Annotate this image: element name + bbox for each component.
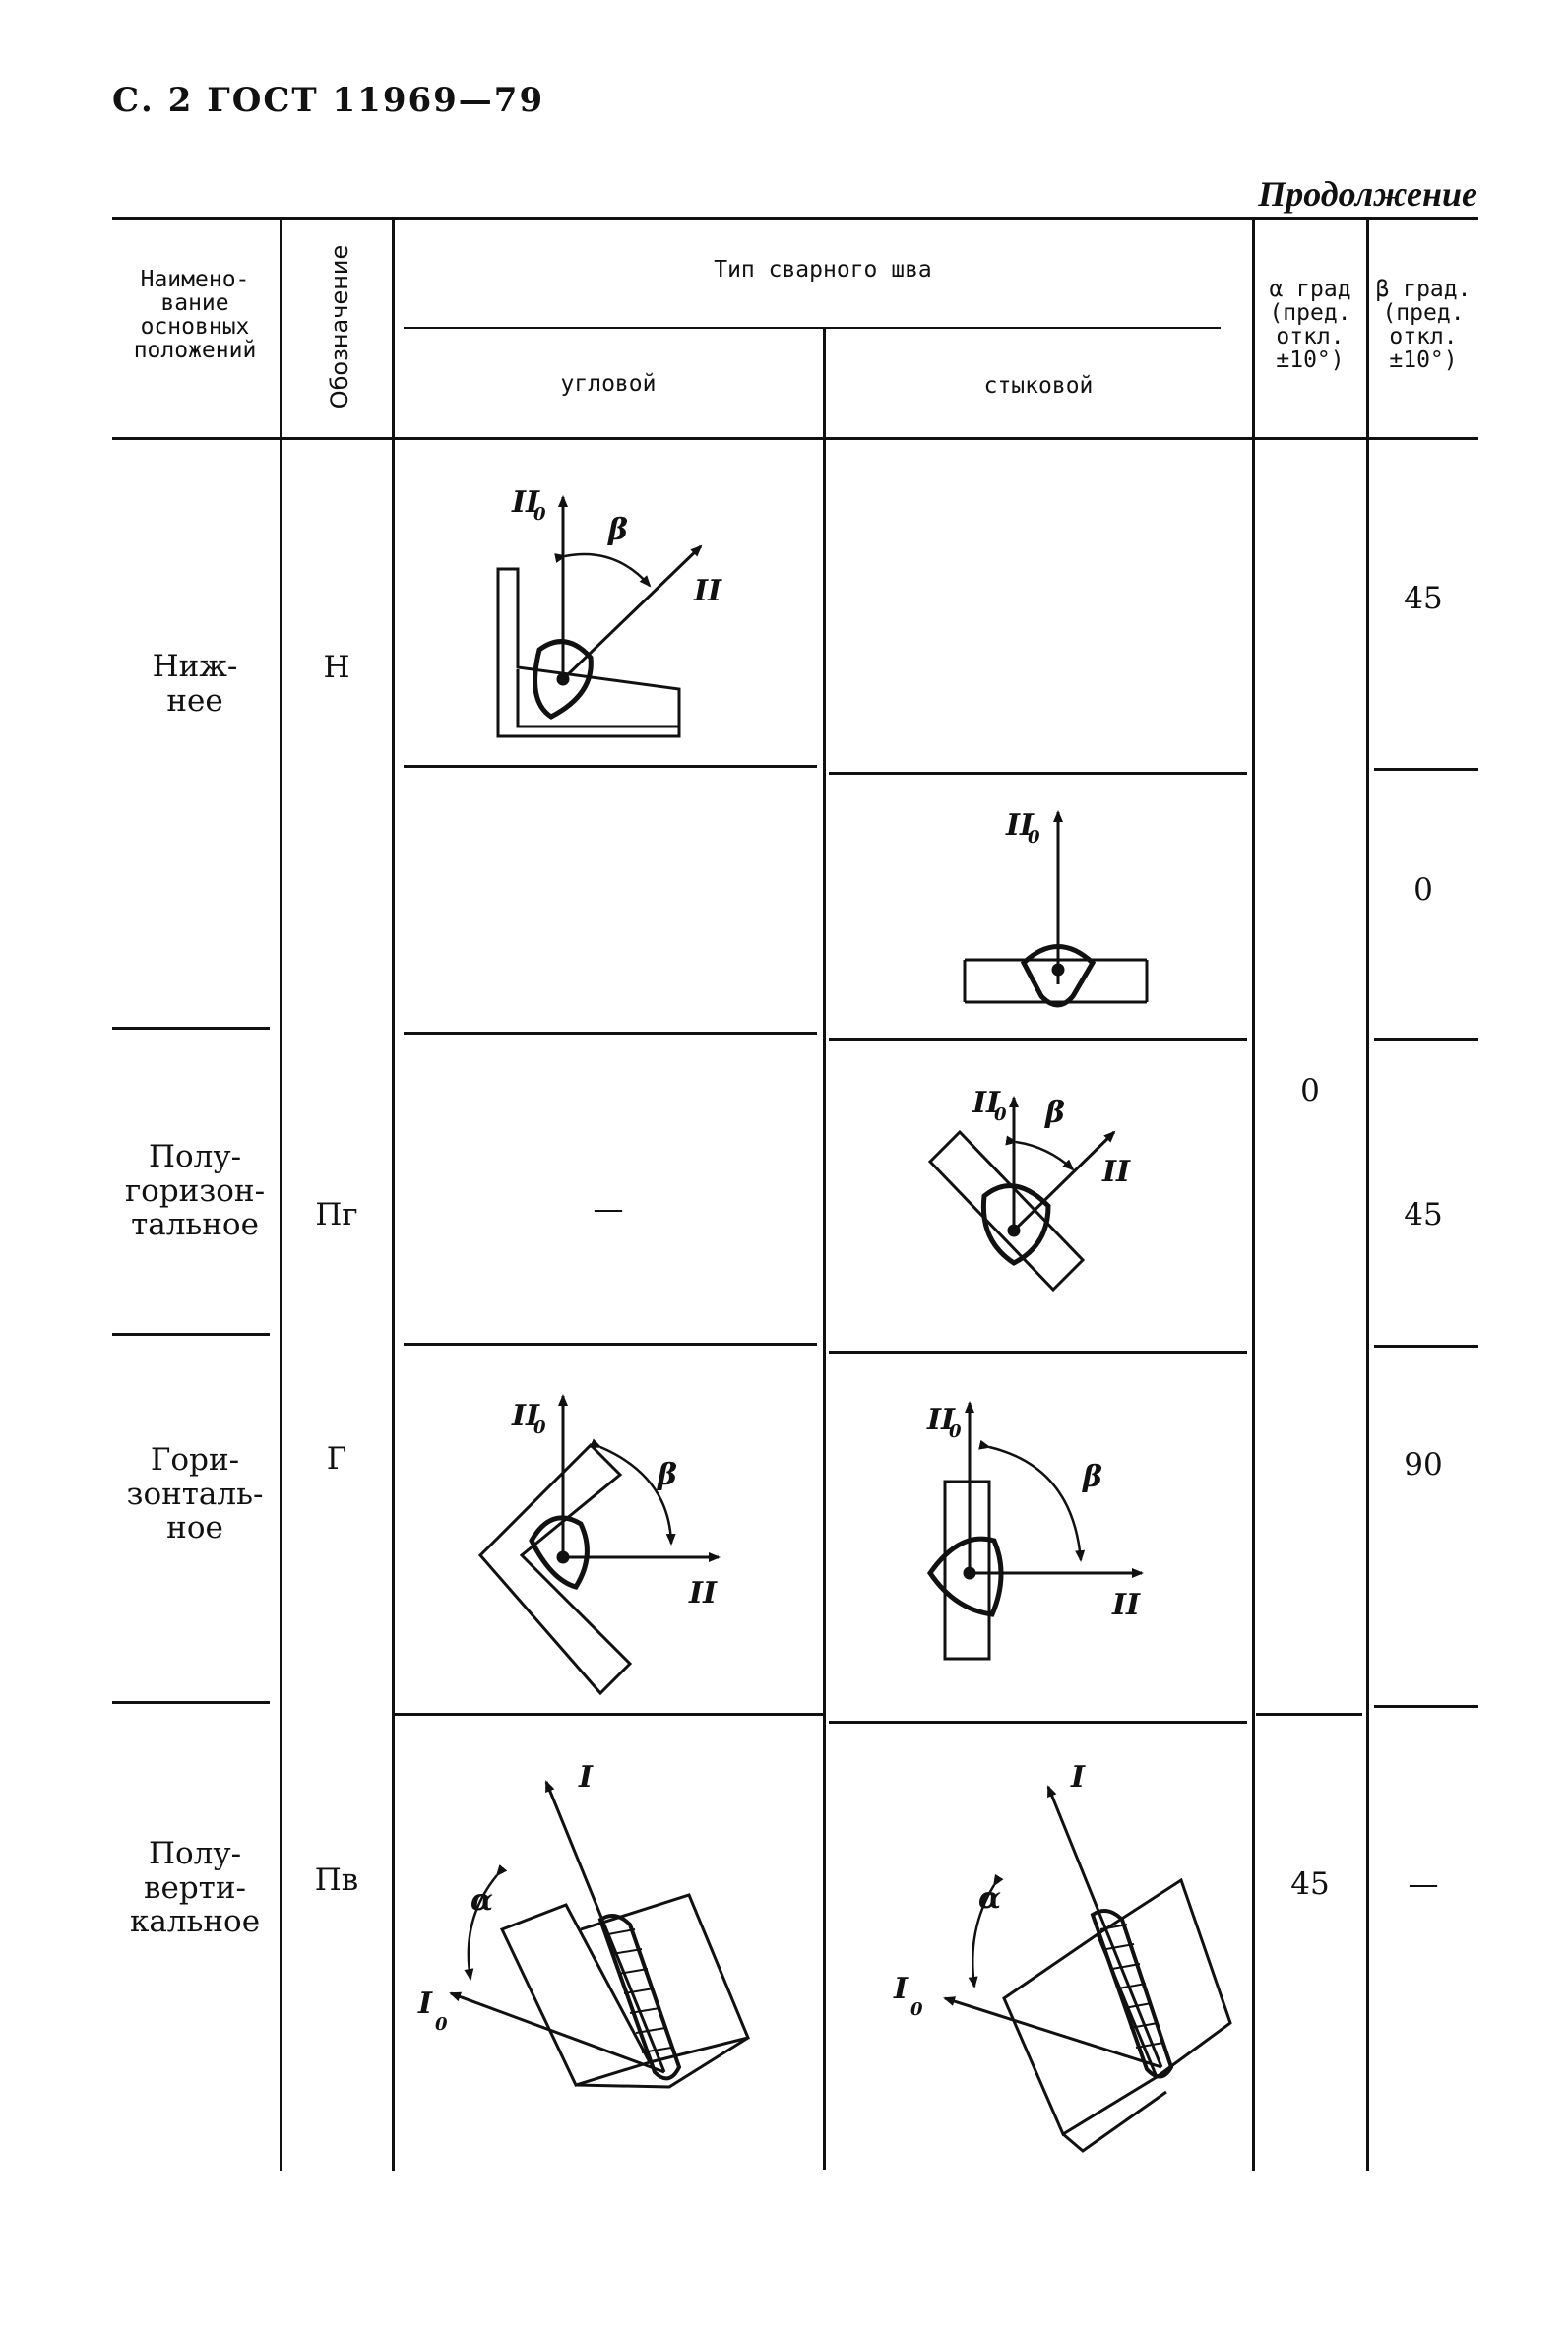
col-header-weld-type: Тип сварного шва	[714, 257, 932, 283]
label-II0-fig5: II	[926, 1403, 956, 1437]
beta-value-semi-horizontal: 45	[1404, 1197, 1443, 1232]
row-sep-butt-3	[829, 1721, 1247, 1724]
row-name-horizontal: Гори-зонталь-ное	[126, 1442, 264, 1546]
col-header-beta: β град.(пред. откл.±10°)	[1375, 277, 1472, 374]
row-sep-beta-3	[1374, 1705, 1478, 1708]
figure-horizontal-butt	[926, 1401, 1144, 1661]
col-header-butt: стыковой	[983, 373, 1094, 399]
beta-value-lower-fillet: 45	[1404, 581, 1443, 616]
row-sep-alpha-3	[1256, 1713, 1362, 1716]
vline-4	[1252, 217, 1255, 2171]
row-designation-horizontal: Г	[326, 1441, 347, 1477]
label-alpha-fig7: α	[978, 1881, 1001, 1916]
label-I-fig7: I	[1070, 1760, 1086, 1795]
label-beta-fig4: β	[657, 1458, 677, 1492]
weld-type-subrule	[404, 327, 1221, 329]
row-sep-beta-1a	[1374, 768, 1478, 771]
figure-semi-vertical-fillet	[449, 1780, 751, 2089]
beta-value-lower-butt: 0	[1413, 872, 1433, 908]
figure-semi-vertical-butt	[943, 1785, 1232, 2153]
page-header: С. 2 ГОСТ 11969—79	[112, 81, 545, 120]
label-I-fig6: I	[578, 1760, 594, 1795]
row-sep-beta-1	[1374, 1038, 1478, 1041]
continuation-label: Продолжение	[1258, 174, 1477, 214]
row-sep-butt-1a	[829, 772, 1247, 775]
row-sep-butt-1	[829, 1038, 1247, 1041]
fillet-not-applicable: —	[593, 1191, 624, 1227]
label-II-fig1: II	[693, 574, 722, 608]
label-II0-sub-fig3: 0	[994, 1104, 1007, 1125]
row-name-semi-vertical: Полу-верти-кальное	[129, 1836, 261, 1940]
label-II0-fig3: II	[972, 1086, 1001, 1120]
row-name-semi-horizontal: Полу-горизон-тальное	[124, 1139, 266, 1243]
label-beta-fig5: β	[1082, 1460, 1102, 1494]
alpha-value-semi-vertical: 45	[1290, 1866, 1330, 1902]
label-II-fig5: II	[1111, 1588, 1141, 1622]
label-I0-fig6: I	[417, 1987, 433, 2021]
row-sep-fillet-3	[392, 1713, 825, 1716]
row-designation-lower: Н	[323, 650, 350, 685]
label-II-fig3: II	[1101, 1155, 1131, 1189]
label-II0-sub-fig4: 0	[533, 1418, 546, 1438]
col-header-fillet: угловой	[560, 371, 657, 397]
label-I0-sub-fig6: 0	[435, 2014, 448, 2035]
vline-5	[1366, 217, 1369, 2171]
label-II0-fig4: II	[511, 1399, 540, 1433]
table-top-rule	[112, 217, 1478, 220]
figure-horizontal-fillet	[477, 1394, 721, 1696]
header-bottom-rule	[112, 437, 1478, 440]
label-II0-sub-fig5: 0	[949, 1421, 962, 1442]
label-II0-fig1: II	[511, 485, 540, 520]
label-I0-fig7: I	[893, 1972, 909, 2006]
row-sep-beta-2	[1374, 1345, 1478, 1348]
row-sep-name-2	[112, 1333, 270, 1336]
label-II-fig4: II	[688, 1576, 718, 1610]
label-II0-fig2: II	[1005, 808, 1035, 843]
row-sep-butt-2	[829, 1351, 1247, 1354]
row-designation-semi-vertical: Пв	[314, 1862, 359, 1898]
label-beta-fig1: β	[607, 513, 628, 547]
figure-lower-fillet	[496, 495, 703, 738]
row-sep-name-1	[112, 1027, 270, 1030]
vline-3	[823, 329, 826, 2170]
vline-1	[280, 217, 282, 2171]
label-beta-fig3: β	[1044, 1096, 1065, 1130]
label-I0-sub-fig7: 0	[910, 1999, 923, 2020]
figure-semi-horizontal-butt	[927, 1096, 1116, 1293]
label-alpha-fig6: α	[470, 1883, 493, 1918]
row-sep-fillet-1a	[404, 765, 817, 768]
row-name-lower: Ниж-нее	[152, 649, 238, 719]
label-II0-sub-fig2: 0	[1028, 827, 1040, 848]
vline-2	[392, 217, 395, 2171]
figure-lower-butt	[963, 810, 1149, 1008]
row-sep-fillet-1	[404, 1032, 817, 1035]
col-header-alpha: α град(пред. откл.±10°)	[1269, 277, 1351, 374]
label-II0-sub-fig1: 0	[533, 504, 546, 525]
beta-value-horizontal: 90	[1404, 1447, 1443, 1483]
row-sep-name-3	[112, 1701, 270, 1704]
row-sep-fillet-2	[404, 1343, 817, 1346]
alpha-value-shared: 0	[1300, 1073, 1320, 1108]
beta-value-semi-vertical: —	[1408, 1866, 1439, 1902]
row-designation-semi-horizontal: Пг	[315, 1197, 358, 1232]
